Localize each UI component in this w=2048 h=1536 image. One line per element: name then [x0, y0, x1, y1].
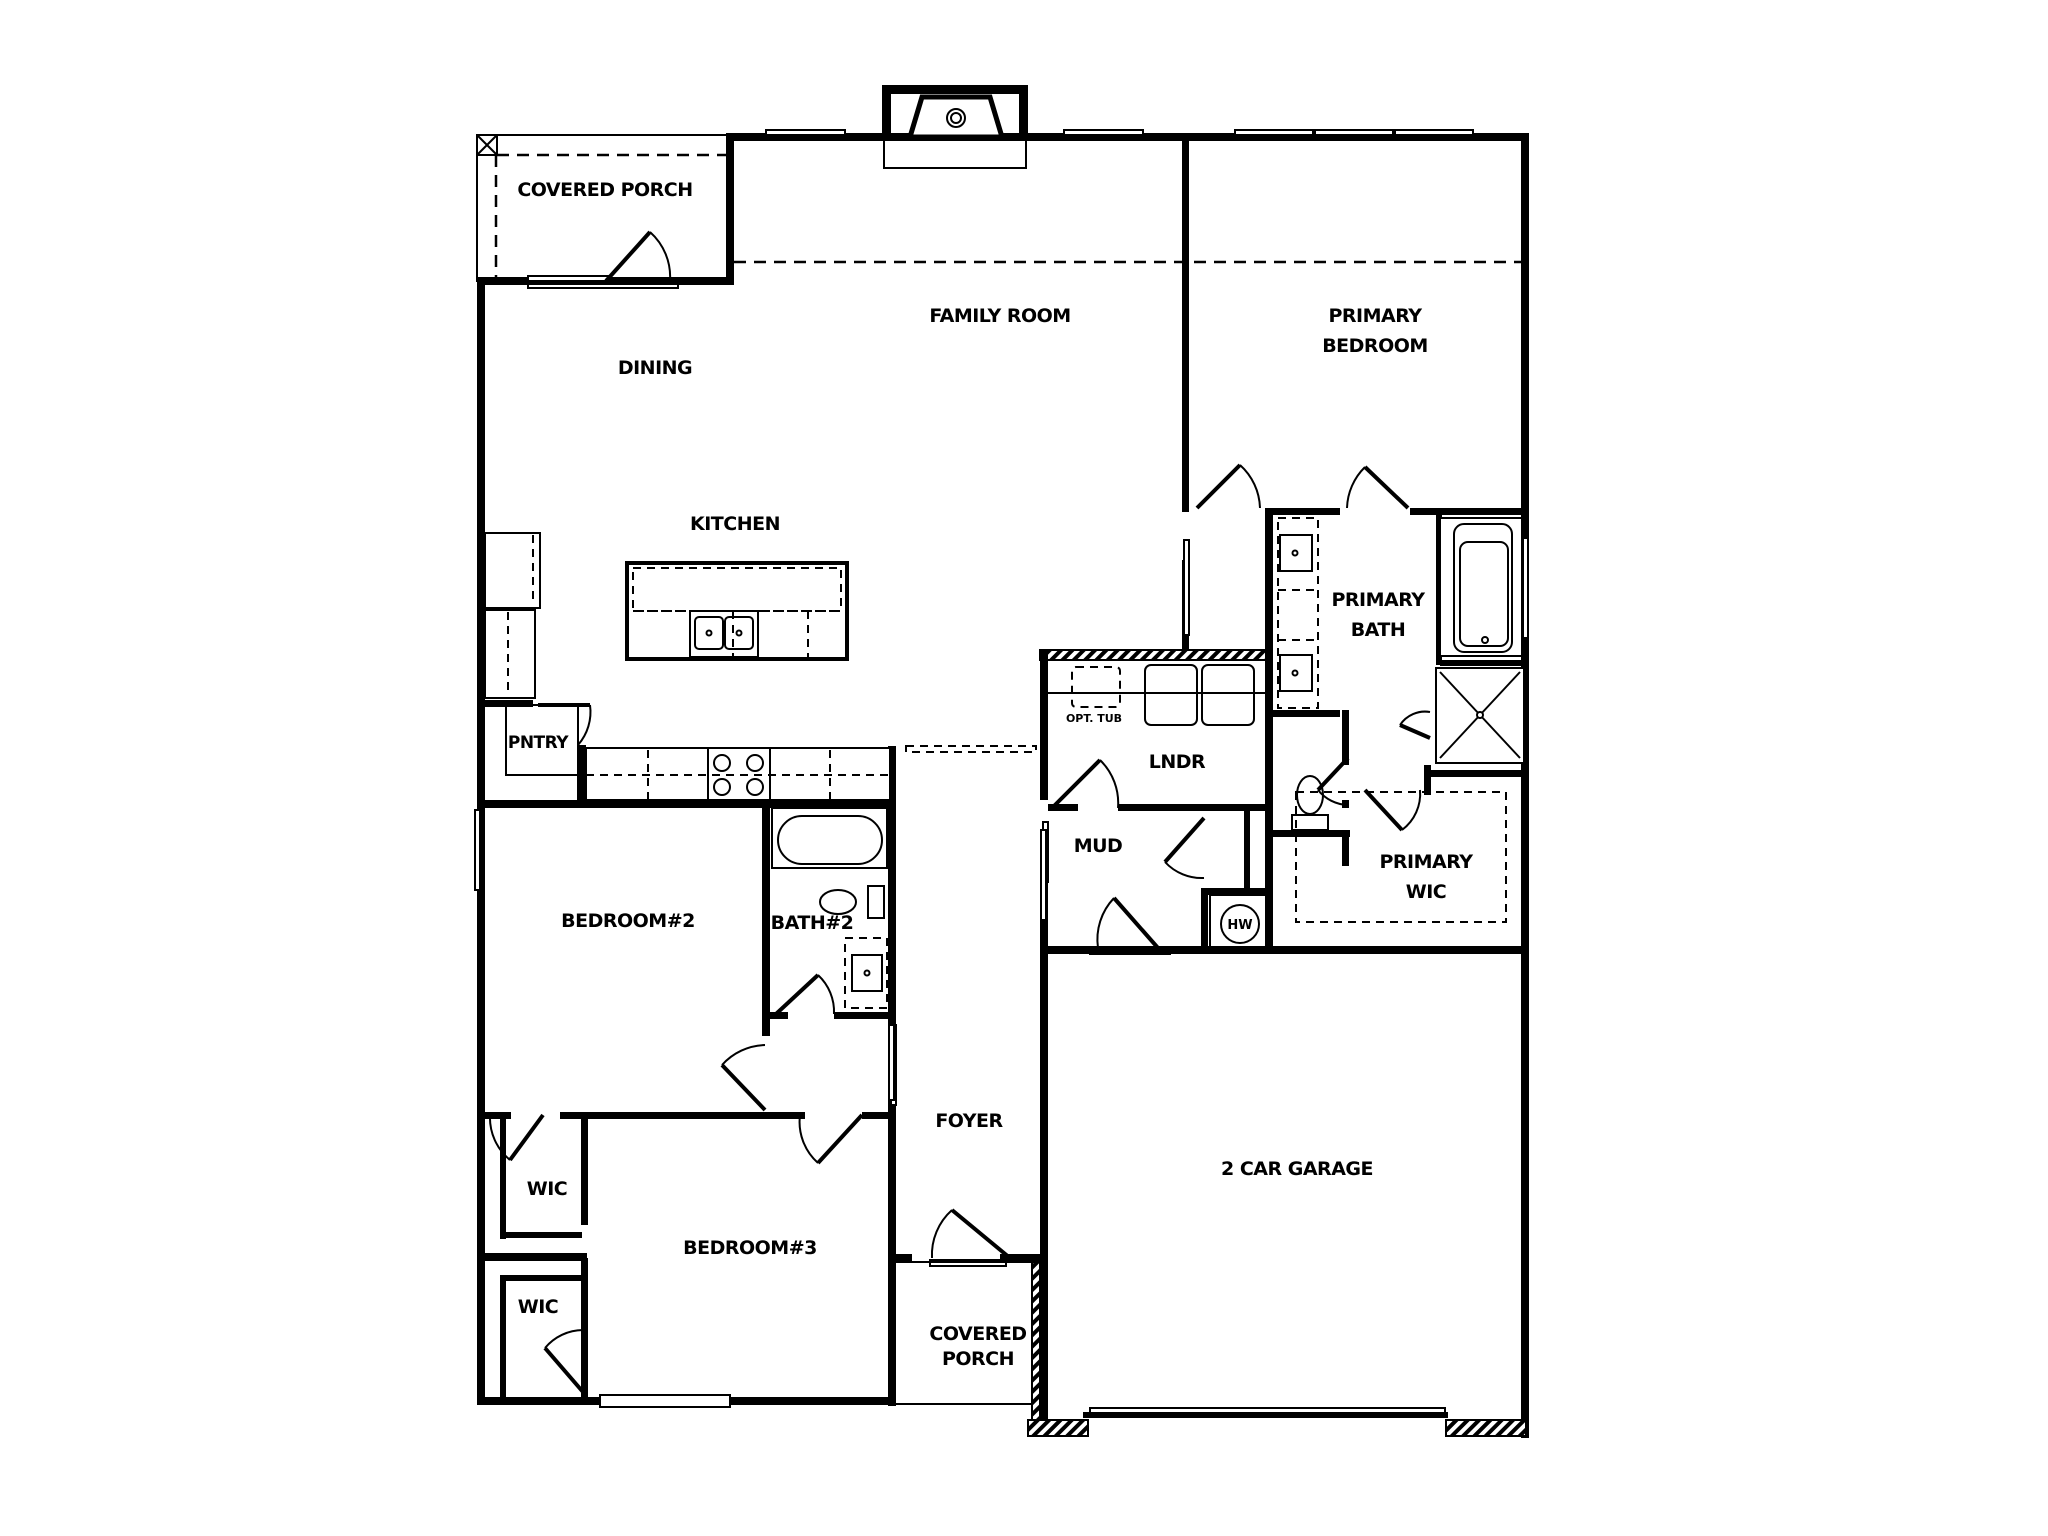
label-primary-wic-1: PRIMARY: [1379, 851, 1473, 873]
primary-wic-shelves: [1295, 791, 1507, 923]
kitchen-island: [625, 561, 849, 661]
label-bath2: BATH#2: [771, 912, 854, 934]
primary-bedroom-doors: [1183, 463, 1410, 636]
garage-door: [1089, 1407, 1446, 1414]
label-primary-bath-1: PRIMARY: [1331, 589, 1425, 611]
pantry-door: [505, 703, 592, 776]
label-laundry: LNDR: [1149, 751, 1206, 773]
bedroom3-doors: [488, 1113, 864, 1408]
foyer-openings: [890, 745, 1047, 1267]
label-family-room: FAMILY ROOM: [929, 305, 1070, 327]
label-water-heater: HW: [1227, 918, 1252, 933]
label-opt-tub: OPT. TUB: [1066, 712, 1122, 725]
label-mud: MUD: [1074, 835, 1123, 857]
label-primary-bedroom-2: BEDROOM: [1322, 335, 1428, 357]
bedroom2-door: [720, 1024, 895, 1112]
label-bedroom2: BEDROOM#2: [561, 910, 695, 932]
label-wic-upper: WIC: [527, 1178, 567, 1200]
top-windows: [765, 129, 1474, 136]
kitchen-fridge-cabinets: [484, 532, 541, 699]
label-covered-porch-front-2: PORCH: [942, 1348, 1014, 1370]
label-bedroom3: BEDROOM#3: [683, 1237, 817, 1259]
label-pantry: PNTRY: [508, 733, 569, 753]
label-dining: DINING: [618, 357, 692, 379]
primary-bath-fixtures: [1277, 517, 1529, 832]
label-kitchen: KITCHEN: [690, 513, 780, 535]
label-foyer: FOYER: [935, 1110, 1003, 1132]
label-covered-porch-rear: COVERED PORCH: [517, 179, 692, 201]
bath2-fixtures: [474, 807, 888, 1016]
label-primary-bath-2: BATH: [1351, 619, 1406, 641]
label-primary-bedroom-1: PRIMARY: [1328, 305, 1422, 327]
rear-covered-porch: [476, 134, 733, 282]
fireplace: [882, 85, 1028, 169]
label-wic-lower: WIC: [518, 1296, 558, 1318]
label-primary-wic-2: WIC: [1406, 881, 1446, 903]
label-garage: 2 CAR GARAGE: [1221, 1158, 1373, 1180]
rear-slider-door: [527, 230, 679, 289]
label-covered-porch-front-1: COVERED: [929, 1323, 1026, 1345]
laundry-fixtures: [1048, 664, 1268, 726]
kitchen-counter-range: [585, 747, 891, 801]
